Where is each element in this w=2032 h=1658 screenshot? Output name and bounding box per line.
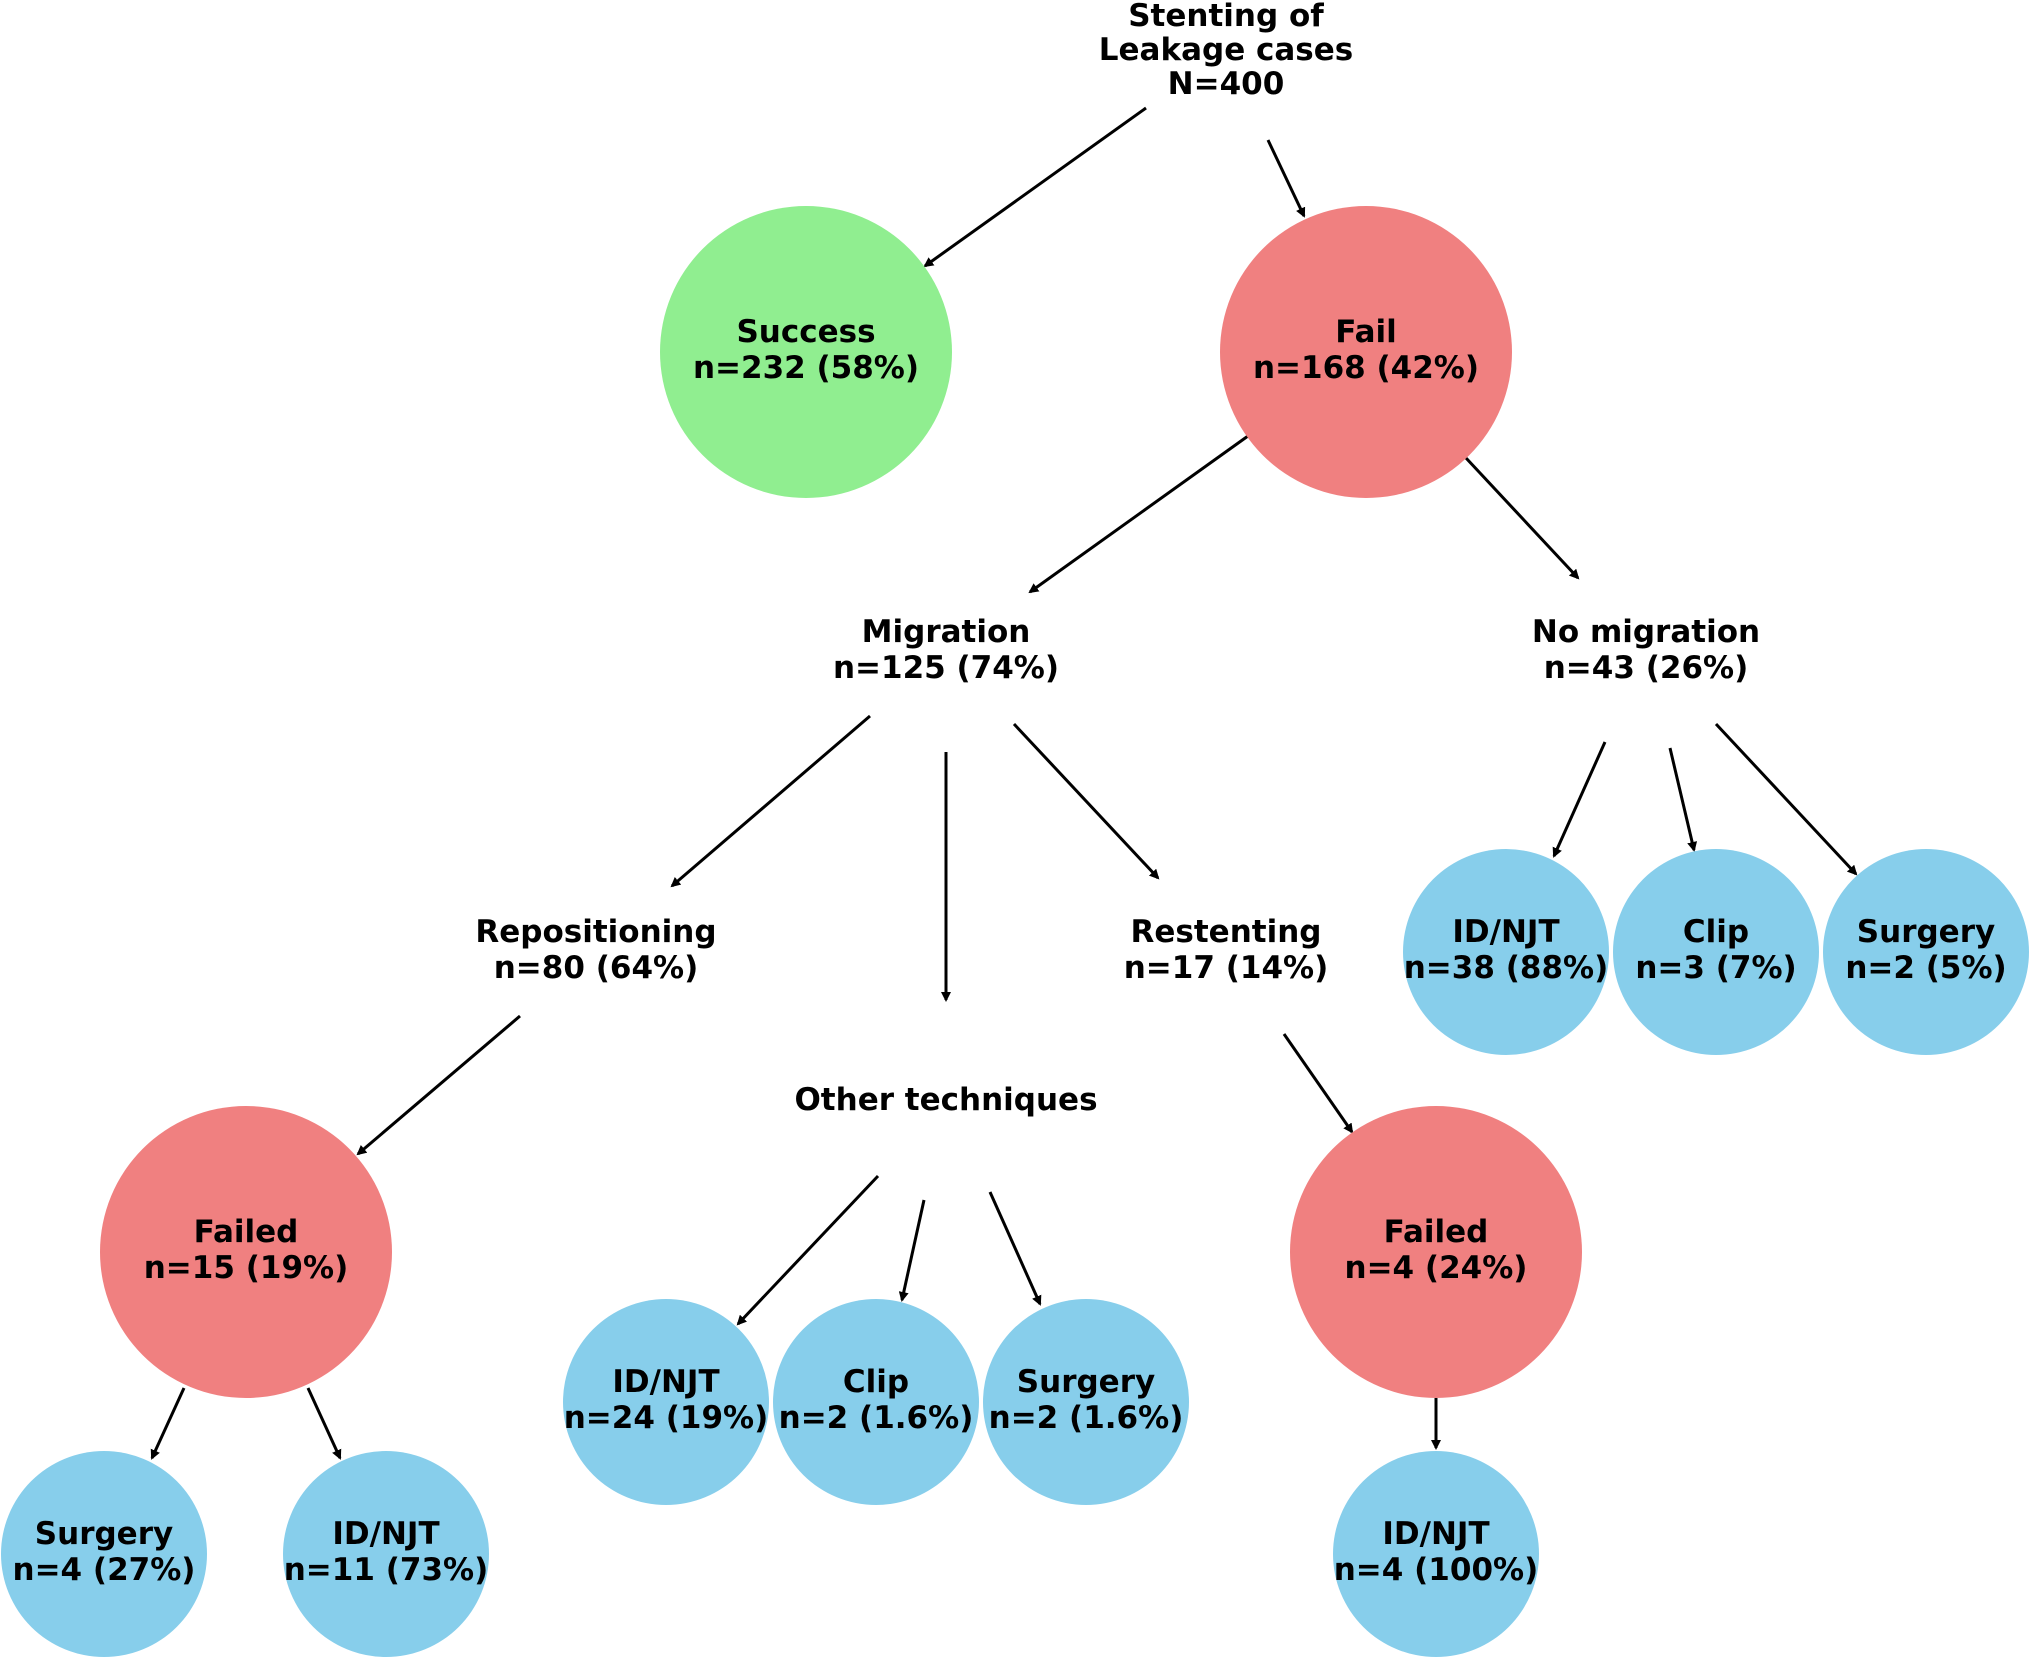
repositioning-idnjt-label: ID/NJT — [332, 1516, 439, 1552]
repositioning-idnjt-circle — [283, 1451, 489, 1657]
repositioning-idnjt-value: n=11 (73%) — [284, 1552, 489, 1588]
no-migration-clip-circle — [1613, 849, 1819, 1055]
arrow-fail-to-migration — [1028, 434, 1249, 594]
success-label: Success — [736, 314, 875, 350]
no-migration-surgery-label: Surgery — [1857, 914, 1995, 950]
no-migration-clip-value: n=3 (7%) — [1635, 950, 1796, 986]
root-title-line2: Leakage cases — [1099, 32, 1353, 68]
no-migration-idnjt-circle — [1403, 849, 1609, 1055]
arrows — [150, 106, 1858, 1460]
arrow-repfailed-to-idnjt — [306, 1387, 342, 1460]
restenting-idnjt-circle — [1333, 1451, 1539, 1657]
arrow-restenting-to-failed — [1282, 1033, 1354, 1134]
other-idnjt-value: n=24 (19%) — [564, 1400, 769, 1436]
restenting-idnjt-label: ID/NJT — [1382, 1516, 1489, 1552]
fail-label: Fail — [1335, 314, 1397, 350]
repositioning-failed-circle — [100, 1106, 392, 1398]
arrow-repfailed-to-surgery — [150, 1387, 186, 1460]
nodes — [1, 206, 2029, 1657]
no-migration-idnjt-label: ID/NJT — [1452, 914, 1559, 950]
restenting-failed-circle — [1290, 1106, 1582, 1398]
root-title-line1: Stenting of — [1128, 0, 1324, 34]
migration-value: n=125 (74%) — [833, 650, 1059, 686]
repositioning-label: Repositioning — [475, 914, 716, 950]
arrow-other-to-clip — [898, 1199, 926, 1302]
restenting-label: Restenting — [1131, 914, 1322, 950]
fail-circle — [1220, 206, 1512, 498]
arrow-nomigration-to-surgery — [1714, 722, 1858, 876]
other-techniques-label: Other techniques — [794, 1082, 1097, 1118]
no-migration-surgery-value: n=2 (5%) — [1845, 950, 2006, 986]
repositioning-failed-value: n=15 (19%) — [144, 1250, 349, 1286]
repositioning-surgery-label: Surgery — [35, 1516, 173, 1552]
no-migration-surgery-circle — [1823, 849, 2029, 1055]
restenting-failed-label: Failed — [1384, 1214, 1489, 1250]
no-migration-label: No migration — [1532, 614, 1760, 650]
arrow-root-to-fail — [1266, 139, 1306, 218]
no-migration-idnjt-value: n=38 (88%) — [1404, 950, 1609, 986]
success-value: n=232 (58%) — [693, 350, 919, 386]
other-idnjt-label: ID/NJT — [612, 1364, 719, 1400]
arrow-fail-to-no-migration — [1464, 456, 1580, 580]
repositioning-surgery-circle — [1, 1451, 207, 1657]
restenting-value: n=17 (14%) — [1124, 950, 1329, 986]
root-total: N=400 — [1168, 66, 1285, 102]
arrow-other-to-idnjt — [736, 1174, 880, 1326]
arrow-migration-to-restenting — [1012, 722, 1160, 880]
arrow-migration-to-repositioning — [670, 714, 871, 888]
arrow-nomigration-to-clip — [1668, 747, 1698, 852]
labels: Stenting of Leakage cases N=400 Success … — [13, 0, 2007, 1588]
repositioning-value: n=80 (64%) — [494, 950, 699, 986]
other-surgery-value: n=2 (1.6%) — [989, 1400, 1184, 1436]
arrow-repositioning-to-failed — [356, 1014, 521, 1156]
other-clip-circle — [773, 1299, 979, 1505]
repositioning-surgery-value: n=4 (27%) — [13, 1552, 196, 1588]
restenting-idnjt-value: n=4 (100%) — [1334, 1552, 1539, 1588]
fail-value: n=168 (42%) — [1253, 350, 1479, 386]
other-idnjt-circle — [563, 1299, 769, 1505]
repositioning-failed-label: Failed — [194, 1214, 299, 1250]
arrow-root-to-success — [923, 106, 1147, 268]
other-surgery-label: Surgery — [1017, 1364, 1155, 1400]
other-surgery-circle — [983, 1299, 1189, 1505]
migration-label: Migration — [862, 614, 1031, 650]
arrow-nomigration-to-idnjt — [1552, 741, 1607, 858]
arrow-other-to-surgery — [988, 1191, 1042, 1306]
other-clip-label: Clip — [843, 1364, 909, 1400]
no-migration-value: n=43 (26%) — [1544, 650, 1749, 686]
restenting-failed-value: n=4 (24%) — [1345, 1250, 1528, 1286]
no-migration-clip-label: Clip — [1683, 914, 1749, 950]
other-clip-value: n=2 (1.6%) — [779, 1400, 974, 1436]
success-circle — [660, 206, 952, 498]
